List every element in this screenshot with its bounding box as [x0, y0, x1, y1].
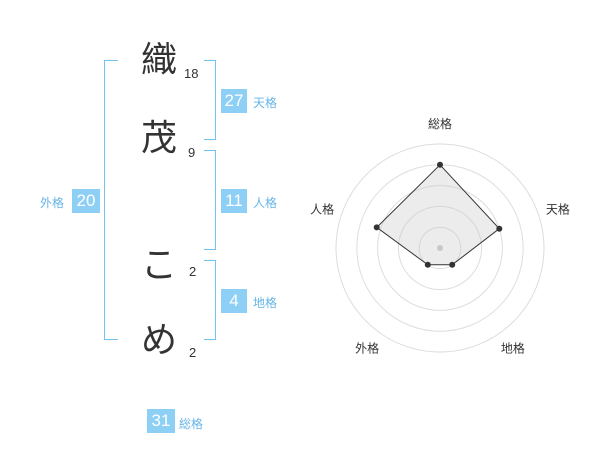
gaikaku-value: 20 [72, 189, 100, 213]
radar-point-2 [496, 225, 503, 232]
chikaku-bracket [204, 260, 216, 340]
soukaku-label: 総格 [179, 417, 204, 431]
radar-axis-label-4: 外格 [355, 340, 379, 355]
name-char-2: 茂 [141, 118, 178, 159]
name-char-4: め [141, 320, 178, 361]
name-char-1: 織 [141, 40, 178, 81]
jinkaku-bracket [204, 150, 216, 250]
radar-point-4 [424, 261, 431, 268]
stroke-count-4: 2 [189, 345, 197, 360]
jinkaku-value: 11 [221, 189, 247, 213]
stroke-count-1: 18 [184, 66, 199, 81]
chikaku-value: 4 [221, 289, 247, 313]
radar-axis-label-3: 地格 [501, 340, 525, 355]
radar-ring [397, 205, 483, 291]
soukaku-value: 31 [147, 409, 175, 433]
name-char-3: こ [141, 245, 178, 286]
radar-axis-label-2: 天格 [546, 202, 570, 217]
tenkaku-value: 27 [221, 89, 247, 113]
stroke-count-3: 2 [189, 264, 197, 279]
chikaku-label: 地格 [253, 296, 278, 310]
radar-ring [335, 143, 545, 353]
radar-point-1 [437, 161, 443, 168]
gaikaku-label: 外格 [40, 196, 65, 210]
radar-center-dot [437, 245, 443, 251]
tenkaku-label: 天格 [253, 96, 278, 110]
radar-axis-label-1: 総格 [428, 116, 452, 131]
radar-point-5 [373, 224, 380, 231]
radar-point-3 [449, 261, 456, 268]
radar-area [375, 164, 501, 266]
radar-axis-label-5: 人格 [310, 202, 334, 217]
jinkaku-label: 人格 [253, 196, 278, 210]
stroke-count-2: 9 [188, 145, 196, 160]
gaikaku-bracket [104, 60, 118, 340]
tenkaku-bracket [204, 60, 216, 140]
radar-ring [377, 185, 503, 311]
radar-ring [418, 226, 462, 270]
